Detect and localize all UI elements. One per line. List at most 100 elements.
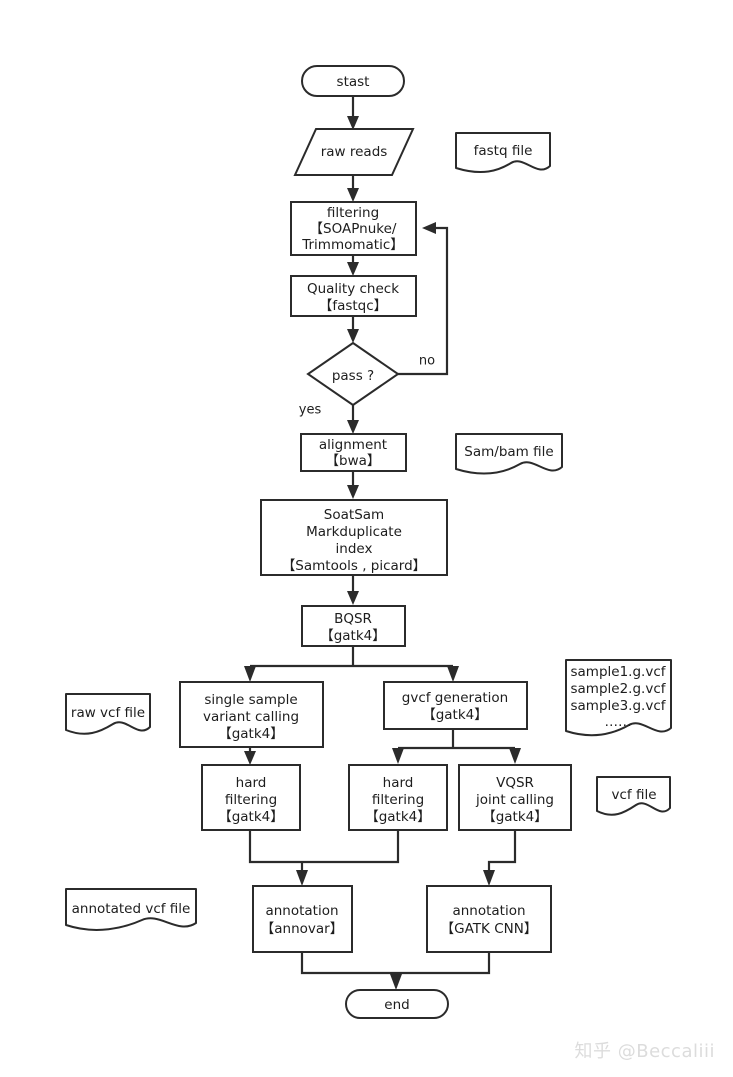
annotation-annovar-line2: 【annovar】	[261, 921, 343, 937]
gvcf-samples-line3: sample3.g.vcf	[571, 698, 667, 714]
soatsam-shape	[260, 499, 448, 576]
hard-filtering-left-line2: filtering	[225, 792, 277, 808]
annotated-vcf-file-line1: annotated vcf file	[72, 901, 191, 917]
filtering-line2: 【SOAPnuke/	[310, 221, 397, 237]
arrowhead-quality-check	[347, 262, 359, 276]
gvcf-generation-line2: 【gatk4】	[422, 707, 488, 723]
node-bqsr[interactable]: BQSR 【gatk4】	[301, 605, 406, 647]
fastq-file-shape	[455, 132, 551, 174]
node-gvcf-generation[interactable]: gvcf generation 【gatk4】	[383, 681, 528, 730]
note-sam-bam-file: Sam/bam file	[455, 433, 563, 475]
sam-bam-file-line1: Sam/bam file	[464, 444, 553, 460]
soatsam-line1: SoatSam	[324, 507, 384, 523]
node-hard-filtering-mid[interactable]: hard filtering 【gatk4】	[348, 764, 448, 831]
arrowhead-raw-reads	[347, 116, 359, 130]
arrowhead-end	[390, 974, 402, 990]
node-raw-reads[interactable]: raw reads	[293, 128, 415, 176]
raw-vcf-file-line1: raw vcf file	[71, 705, 145, 721]
start-label: stast	[337, 74, 370, 90]
arrowhead-filtering	[347, 188, 359, 202]
arrowhead-single-sample-calling	[244, 666, 256, 682]
arrowhead-hard-filtering-mid	[392, 748, 404, 764]
single-sample-calling-line2: variant calling	[203, 709, 299, 725]
sam-bam-file-shape	[455, 433, 563, 475]
vcf-file-shape	[596, 776, 671, 816]
annotation-gatk-cnn-line2: 【GATK CNN】	[441, 921, 538, 937]
end-shape	[345, 989, 449, 1019]
vcf-file-line1: vcf file	[611, 787, 656, 803]
pass-decision-shape	[306, 341, 400, 407]
node-single-sample-calling[interactable]: single sample variant calling 【gatk4】	[179, 681, 324, 748]
soatsam-line2: Markduplicate	[306, 524, 402, 540]
hard-filtering-left-line3: 【gatk4】	[218, 809, 284, 825]
edge-label-yes: yes	[299, 403, 322, 418]
quality-check-line1: Quality check	[307, 281, 399, 297]
node-pass-decision[interactable]: pass ?	[306, 341, 400, 407]
node-hard-filtering-left[interactable]: hard filtering 【gatk4】	[201, 764, 301, 831]
quality-check-shape	[290, 275, 417, 317]
arrowhead-decision	[347, 329, 359, 343]
arrowhead-annotation-gatk-cnn	[483, 870, 495, 886]
note-fastq-file: fastq file	[455, 132, 551, 174]
alignment-shape	[300, 433, 407, 472]
arrowhead-vqsr	[509, 748, 521, 764]
node-annotation-annovar[interactable]: annotation 【annovar】	[252, 885, 353, 953]
hard-filtering-mid-shape	[348, 764, 448, 831]
pass-decision-label: pass ?	[332, 368, 374, 384]
annotation-gatk-cnn-shape	[426, 885, 552, 953]
edge-label-no: no	[419, 354, 435, 369]
node-vqsr-joint-calling[interactable]: VQSR joint calling 【gatk4】	[458, 764, 572, 831]
end-label: end	[384, 997, 409, 1013]
arrowhead-hard-filtering-left	[244, 751, 256, 765]
start-shape	[301, 65, 405, 97]
alignment-line2: 【bwa】	[326, 453, 381, 469]
raw-reads-shape	[293, 128, 415, 176]
single-sample-calling-shape	[179, 681, 324, 748]
gvcf-generation-shape	[383, 681, 528, 730]
single-sample-calling-line1: single sample	[204, 692, 297, 708]
vqsr-line1: VQSR	[496, 775, 534, 791]
node-quality-check[interactable]: Quality check 【fastqc】	[290, 275, 417, 317]
quality-check-line2: 【fastqc】	[319, 298, 387, 314]
note-raw-vcf-file: raw vcf file	[65, 693, 151, 735]
node-annotation-gatk-cnn[interactable]: annotation 【GATK CNN】	[426, 885, 552, 953]
arrowhead-filtering-loop	[422, 222, 436, 234]
annotation-annovar-shape	[252, 885, 353, 953]
node-filtering[interactable]: filtering 【SOAPnuke/ Trimmomatic】	[290, 201, 417, 256]
annotation-annovar-line1: annotation	[265, 903, 338, 919]
vqsr-joint-calling-shape	[458, 764, 572, 831]
filtering-line1: filtering	[327, 205, 379, 221]
filtering-line3: Trimmomatic】	[301, 237, 404, 253]
soatsam-line4: 【Samtools , picard】	[282, 558, 426, 574]
connectors	[244, 96, 521, 990]
annotated-vcf-file-shape	[65, 888, 197, 931]
arrowhead-annotation-annovar	[296, 870, 308, 886]
hard-filtering-left-line1: hard	[236, 775, 267, 791]
watermark: 知乎 @Beccaliii	[574, 1041, 715, 1062]
hard-filtering-mid-line2: filtering	[372, 792, 424, 808]
arrowhead-bqsr	[347, 591, 359, 605]
note-vcf-file: vcf file	[596, 776, 671, 816]
arrowhead-gvcf-generation	[447, 666, 459, 682]
node-soatsam[interactable]: SoatSam Markduplicate index 【Samtools , …	[260, 499, 448, 576]
raw-vcf-file-shape	[65, 693, 151, 735]
edge-gvcf-split-bar	[396, 729, 517, 754]
edge-annotation-gatk-cnn-to-end	[396, 952, 491, 975]
gvcf-samples-line4: ……	[605, 714, 632, 730]
node-alignment[interactable]: alignment 【bwa】	[300, 433, 407, 472]
hard-filtering-left-shape	[201, 764, 301, 831]
bqsr-line1: BQSR	[334, 611, 372, 627]
note-gvcf-samples: sample1.g.vcf sample2.g.vcf sample3.g.vc…	[565, 659, 672, 737]
hard-filtering-mid-line3: 【gatk4】	[365, 809, 431, 825]
edge-hard-filtering-mid-to-merge	[302, 830, 400, 864]
node-start[interactable]: stast	[301, 65, 405, 97]
hard-filtering-mid-line1: hard	[383, 775, 414, 791]
gvcf-generation-line1: gvcf generation	[402, 690, 508, 706]
bqsr-shape	[301, 605, 406, 647]
soatsam-line3: index	[336, 541, 373, 557]
edge-annotation-annovar-to-end	[300, 952, 396, 975]
gvcf-samples-line2: sample2.g.vcf	[571, 681, 667, 697]
node-end[interactable]: end	[345, 989, 449, 1019]
